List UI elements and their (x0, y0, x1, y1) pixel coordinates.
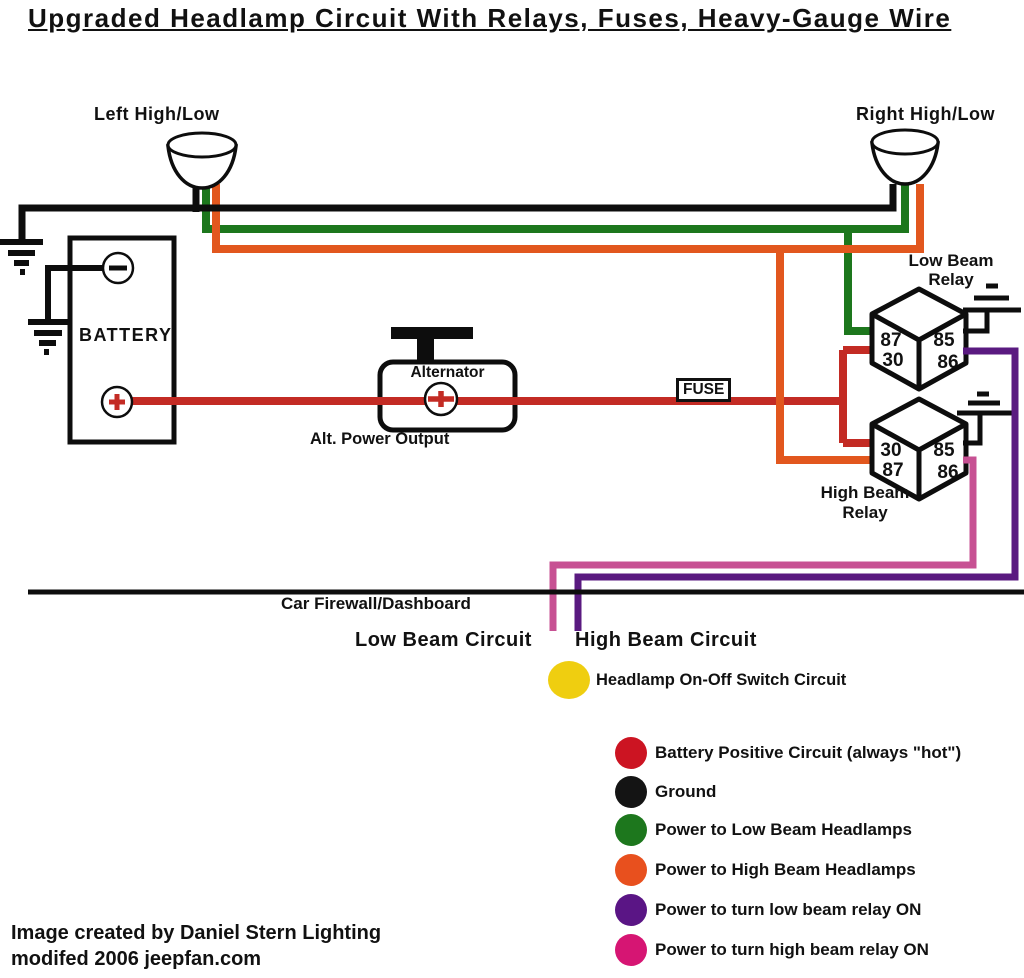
legend-label: Power to Low Beam Headlamps (655, 820, 912, 839)
ground-symbol-low-relay (963, 283, 1021, 313)
legend-dot (615, 776, 647, 808)
legend-item-battery-positive: Battery Positive Circuit (always "hot") (614, 736, 961, 770)
high-relay-trigger-wire (549, 456, 977, 631)
legend-dot (615, 737, 647, 769)
legend-dot-icon (615, 894, 647, 926)
left-headlamp (166, 131, 238, 190)
legend-dot-icon (615, 776, 647, 808)
legend-dot-icon (615, 737, 647, 769)
alternator-handle-stem (417, 337, 434, 364)
low-beam-relay-cube: 87 30 85 86 (869, 286, 969, 392)
battery-negative-wire (45, 265, 104, 320)
relay-terminal-85: 85 (933, 330, 955, 351)
low-beam-circuit-label: Low Beam Circuit (355, 629, 532, 651)
diagram-title: Upgraded Headlamp Circuit With Relays, F… (28, 3, 952, 33)
battery-positive-wire (131, 346, 873, 447)
high-beam-circuit-label: High Beam Circuit (575, 629, 757, 651)
low-beam-relay-label-line1: Low Beam (908, 251, 994, 270)
right-headlamp (870, 128, 940, 186)
battery-label: BATTERY (79, 325, 173, 345)
alternator-positive-terminal (423, 381, 459, 417)
legend-item-low-relay-trigger: Power to turn low beam relay ON (614, 893, 921, 927)
left-headlamp-lens (166, 131, 238, 159)
relay-terminal-87: 87 (880, 330, 901, 351)
plus-icon (109, 394, 125, 410)
relay-terminal-30: 30 (880, 440, 901, 461)
legend-label: Ground (655, 782, 717, 801)
high-beam-relay-label-line2: Relay (842, 503, 888, 522)
relay-terminal-86: 86 (937, 462, 958, 483)
relay-cube-edges (870, 421, 968, 499)
credit-line2: modifed 2006 jeepfan.com (11, 948, 262, 970)
high-beam-relay-label: High Beam Relay (800, 483, 930, 523)
high-beam-power-wire (212, 184, 924, 464)
legend-item-high-beam-power: Power to High Beam Headlamps (614, 853, 916, 887)
relay-terminal-86: 86 (937, 352, 958, 373)
legend-label: Power to High Beam Headlamps (655, 860, 916, 879)
legend-item-ground: Ground (614, 775, 716, 809)
firewall-label: Car Firewall/Dashboard (281, 594, 471, 613)
low-beam-relay-label: Low Beam Relay (896, 251, 1006, 289)
relay-terminal-87: 87 (882, 460, 903, 481)
alt-power-output-label: Alt. Power Output (310, 430, 450, 448)
switch-circuit-dot-icon (548, 661, 590, 699)
legend-item-switch: Headlamp On-Off Switch Circuit (547, 659, 846, 701)
high-beam-relay-cube: 30 87 85 86 (869, 396, 969, 502)
ground-symbol-battery (28, 319, 69, 355)
low-relay-trigger-wire (574, 347, 1019, 631)
legend-dot (615, 814, 647, 846)
right-headlamp-label: Right High/Low (856, 104, 995, 124)
high-beam-relay-label-line1: High Beam (820, 483, 910, 502)
legend-dot-icon (615, 814, 647, 846)
switch-dot (548, 661, 590, 699)
relay-terminal-85: 85 (933, 440, 955, 461)
legend-dot (615, 854, 647, 886)
left-headlamp-label: Left High/Low (94, 104, 220, 124)
relay-terminal-30: 30 (882, 350, 903, 371)
legend-label: Power to turn high beam relay ON (655, 940, 929, 959)
ground-symbol-chassis (0, 239, 43, 275)
relay-cube-edges (870, 311, 968, 389)
battery-positive-terminal (100, 385, 134, 419)
low-beam-relay-label-line2: Relay (928, 270, 974, 289)
legend-label: Headlamp On-Off Switch Circuit (596, 670, 847, 689)
legend-item-low-beam-power: Power to Low Beam Headlamps (614, 813, 912, 847)
alternator-label: Alternator (410, 364, 485, 381)
legend-dot (615, 934, 647, 966)
battery-negative-terminal (101, 251, 135, 285)
ground-symbol-high-relay (957, 391, 1014, 416)
legend-label: Power to turn low beam relay ON (655, 900, 922, 919)
credit-text: Image created by Daniel Stern Lighting m… (11, 920, 381, 972)
plus-icon (428, 391, 454, 407)
legend-label: Battery Positive Circuit (always "hot") (655, 743, 962, 762)
credit-line1: Image created by Daniel Stern Lighting (11, 922, 382, 944)
fuse-box: FUSE (676, 378, 732, 402)
low-relay-ground-wire (963, 312, 990, 334)
high-relay-ground-wire (963, 415, 983, 446)
legend-dot-icon (615, 934, 647, 966)
legend-dot-icon (615, 854, 647, 886)
alternator-handle-top (391, 327, 473, 339)
legend-dot (615, 894, 647, 926)
legend-item-high-relay-trigger: Power to turn high beam relay ON (614, 933, 929, 967)
right-headlamp-lens (870, 128, 940, 156)
